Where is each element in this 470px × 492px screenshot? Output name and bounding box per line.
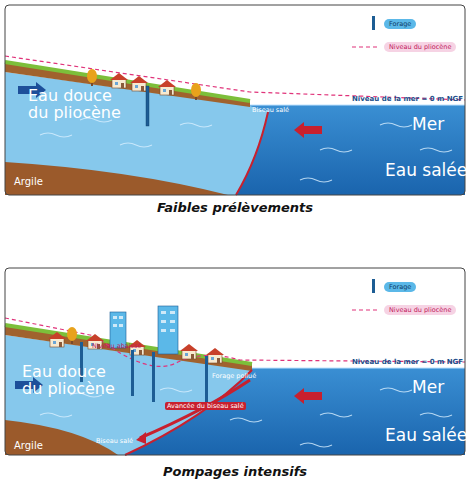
legend-text: Forage bbox=[384, 19, 416, 29]
freshwater-label: Eau douce du pliocène bbox=[28, 88, 128, 122]
legend-text: Niveau du pliocène bbox=[384, 305, 456, 315]
legend-text: Niveau du pliocène bbox=[384, 42, 456, 52]
sea-level-note: Niveau de la mer = 0 m NGF bbox=[352, 358, 463, 366]
well-label: Forage pollué bbox=[212, 372, 256, 380]
saltwater-label: Eau salée bbox=[385, 160, 467, 180]
freshwater-label: Eau douce du pliocène bbox=[22, 364, 122, 398]
clay-label: Argile bbox=[14, 440, 43, 451]
interface-label: Biseau salé bbox=[96, 437, 133, 445]
interface-label: Biseau salé bbox=[252, 106, 289, 114]
panel-caption: Faibles prélèvements bbox=[0, 200, 470, 215]
level-note: Niveau abaissé bbox=[92, 342, 141, 350]
saltwater-label: Eau salée bbox=[385, 425, 467, 445]
sea-level-note: Niveau de la mer = 0 m NGF bbox=[352, 95, 463, 103]
panel-caption: Pompages intensifs bbox=[0, 464, 470, 479]
clay-label: Argile bbox=[14, 176, 43, 187]
sea-label: Mer bbox=[412, 114, 444, 134]
sea-label: Mer bbox=[412, 377, 444, 397]
legend-text: Forage bbox=[384, 282, 416, 292]
intrusion-label: Avancée du biseau salé bbox=[165, 402, 246, 410]
